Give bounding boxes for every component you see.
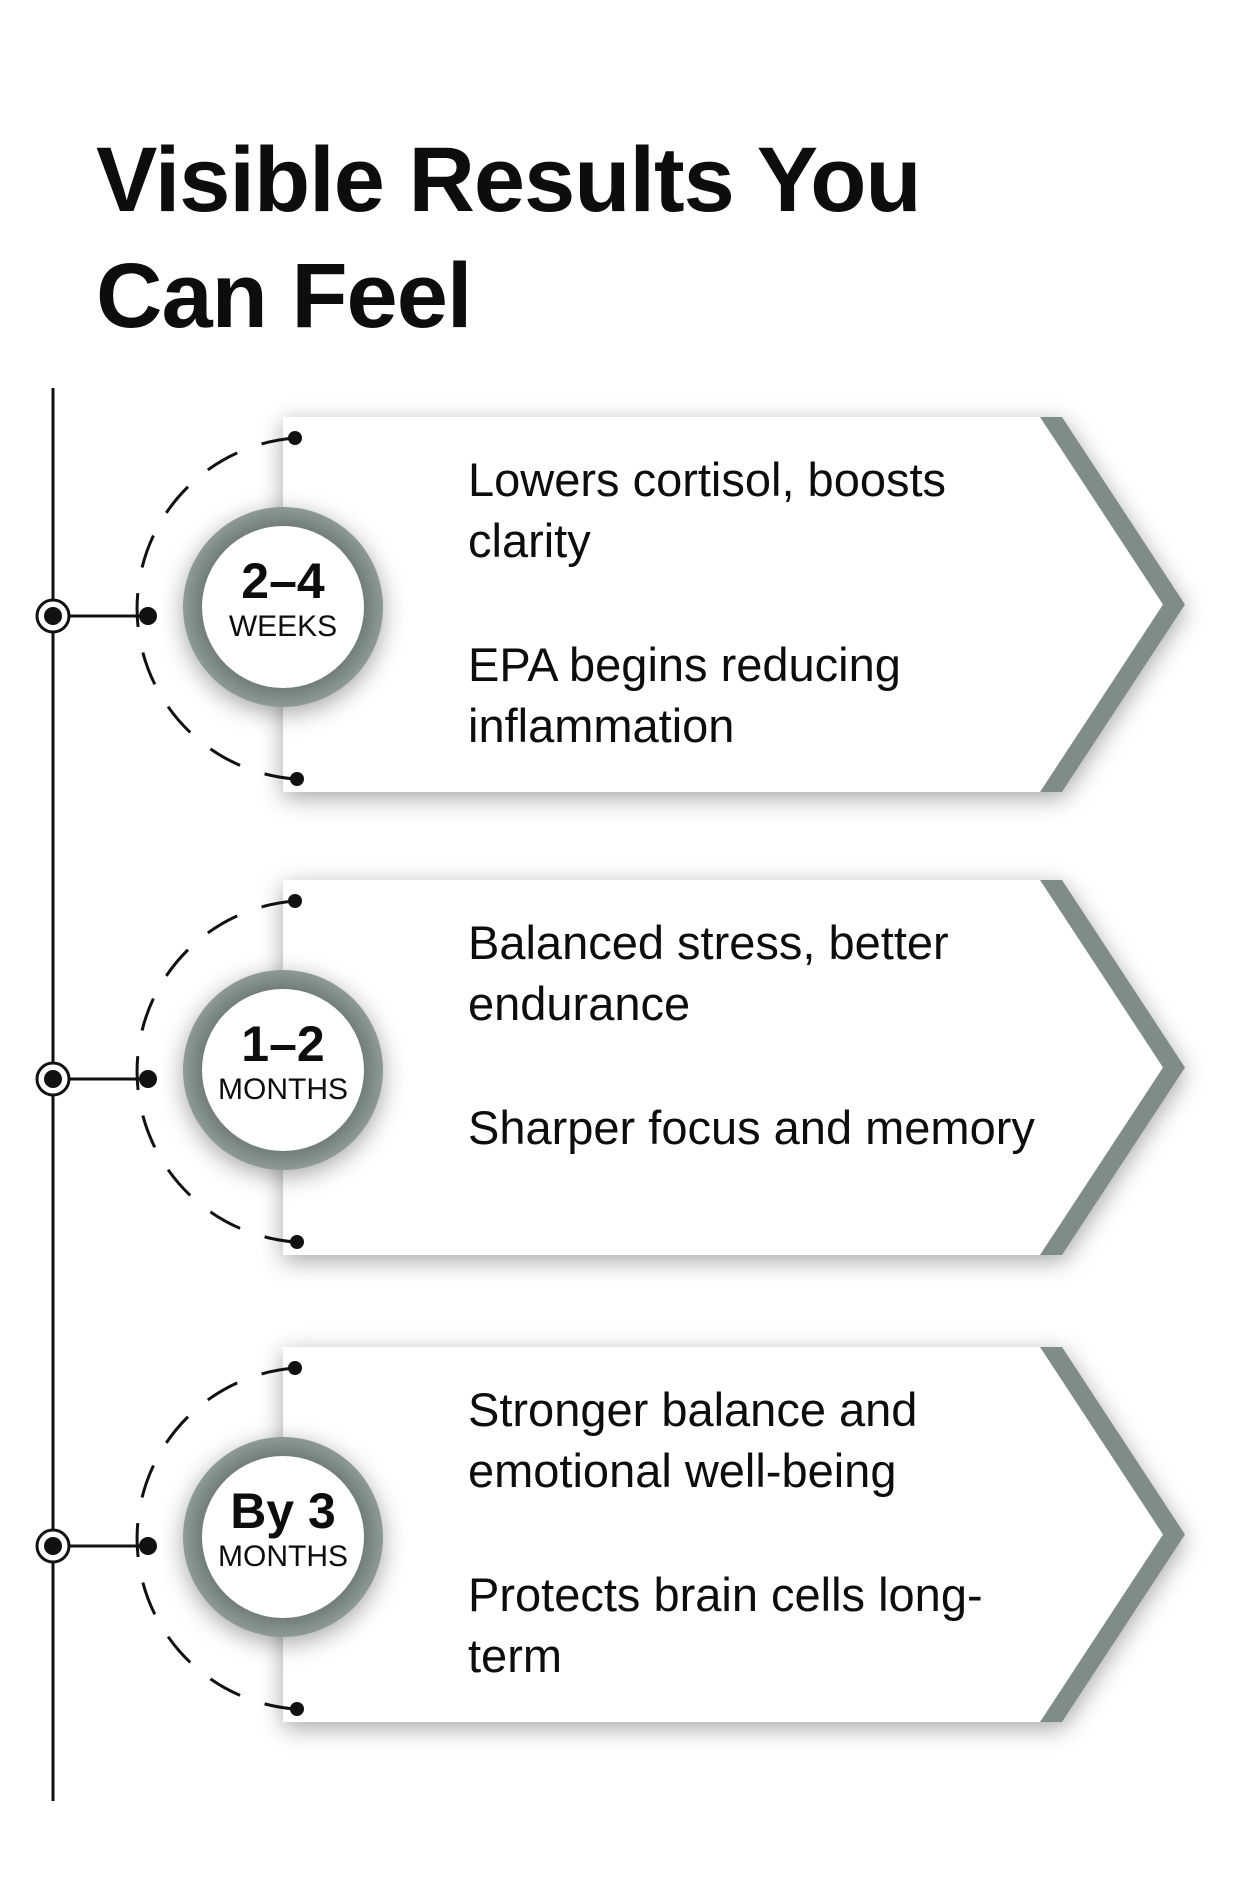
title-line-1: Visible Results You	[96, 129, 922, 231]
duration-unit: WEEKS	[228, 610, 338, 643]
benefit-text: Lowers cortisol, boosts clarity	[468, 453, 947, 567]
duration-number: 2–4	[241, 553, 325, 609]
card-body	[283, 880, 1163, 1255]
duration-badge: By 3 MONTHS	[203, 1483, 363, 1575]
arc-end-dot	[290, 1702, 304, 1716]
timeline-item-graphic	[35, 880, 1185, 1255]
dashed-arc	[135, 436, 296, 781]
timeline-node-core	[44, 1070, 62, 1088]
arc-end-dot	[288, 894, 302, 908]
arc-end-dot	[288, 431, 302, 445]
page-title: Visible Results You Can Feel	[96, 122, 922, 354]
timeline-item: 1–2 MONTHS Balanced stress, better endur…	[0, 463, 1242, 1154]
connector-dot	[139, 607, 157, 625]
card-body	[283, 417, 1163, 792]
arc-end-dot	[288, 1361, 302, 1375]
timeline-node-core	[44, 1537, 62, 1555]
duration-unit: MONTHS	[218, 1540, 348, 1573]
badge-inner	[202, 526, 364, 688]
arc-end-dot	[290, 772, 304, 786]
duration-unit: MONTHS	[218, 1073, 348, 1106]
dashed-arc	[135, 1366, 296, 1711]
timeline-item: By 3 MONTHS Stronger balance and emotion…	[0, 930, 1242, 1682]
connector-dot	[139, 1537, 157, 1555]
benefit-text: Protects brain cells long-term	[468, 1568, 983, 1682]
connector-dot	[139, 1070, 157, 1088]
benefit-text: Sharper focus and memory	[468, 1101, 1035, 1154]
timeline-item-graphic	[35, 1347, 1185, 1722]
duration-number: 1–2	[241, 1016, 325, 1072]
arc-end-dot	[290, 1235, 304, 1249]
dashed-arc	[135, 899, 296, 1244]
duration-badge: 2–4 WEEKS	[203, 553, 363, 645]
badge-inner	[202, 1456, 364, 1618]
card-body	[283, 1347, 1163, 1722]
benefit-text: Stronger balance and emotional well-bein…	[468, 1383, 918, 1497]
benefit-text: EPA begins reducing inflammation	[468, 638, 901, 752]
badge-inner	[202, 989, 364, 1151]
title-line-2: Can Feel	[96, 245, 472, 347]
duration-badge: 1–2 MONTHS	[203, 1016, 363, 1108]
timeline-node-core	[44, 607, 62, 625]
benefit-text: Balanced stress, better endurance	[468, 916, 949, 1030]
duration-number: By 3	[230, 1483, 336, 1539]
timeline-item-graphic	[35, 417, 1185, 792]
timeline-item: 2–4 WEEKS Lowers cortisol, boosts clarit…	[0, 0, 1242, 752]
